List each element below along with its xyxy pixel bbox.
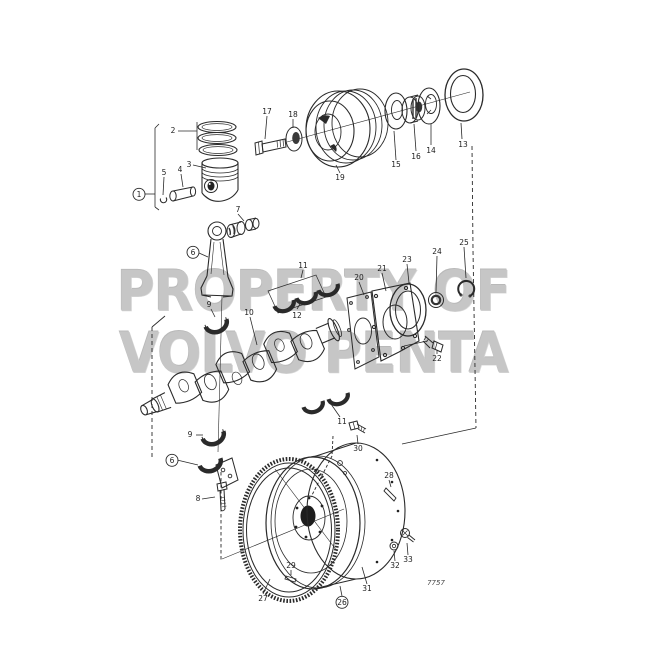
figure-code: 7757: [427, 579, 445, 587]
cap-bolt-8: [216, 481, 228, 512]
sealing-ring-13: [444, 68, 484, 122]
part-label-27: 27: [258, 594, 268, 603]
gasket-20: [346, 291, 380, 370]
part-balloons: [132, 187, 349, 609]
part-label-31: 31: [362, 584, 372, 593]
part-label-28: 28: [384, 471, 394, 480]
part-label-21: 21: [377, 264, 387, 273]
part-label-33: 33: [403, 555, 413, 564]
part-label-12: 12: [292, 311, 302, 320]
part-label-29: 29: [286, 561, 296, 570]
watermark-line-1: PROPERTY OF: [116, 259, 512, 325]
part-label-23: 23: [402, 255, 412, 264]
part-label-18: 18: [288, 110, 298, 119]
crankshaft: [140, 317, 342, 416]
part-label-32: 32: [390, 561, 400, 570]
part-label-24: 24: [432, 247, 442, 256]
crankshaft-pulley: [305, 88, 389, 168]
flywheel-26: [265, 442, 366, 590]
part-label-9-lower: 9: [188, 430, 193, 439]
part-label-11-upper: 11: [298, 261, 308, 270]
part-label-6-cap: 6: [170, 456, 175, 465]
part-label-20: 20: [354, 273, 364, 282]
pulley-bolt: [254, 138, 287, 156]
part-label-3: 3: [187, 160, 192, 169]
bearing-shell-upper-9: [203, 317, 230, 335]
bolt-washer: [285, 126, 303, 152]
part-label-10: 10: [244, 308, 254, 317]
section-lines: [151, 91, 477, 560]
part-label-25: 25: [459, 238, 469, 247]
part-label-16: 16: [411, 152, 421, 161]
rear-seal-ring-23: [389, 283, 427, 337]
bearing-shell-lower-9: [200, 429, 227, 447]
part-label-13: 13: [458, 140, 468, 149]
part-label-2: 2: [171, 126, 176, 135]
ring-gear-27: [238, 457, 340, 603]
part-label-11-lower: 11: [337, 417, 347, 426]
part-label-19: 19: [335, 173, 345, 182]
part-label-1: 1: [137, 190, 142, 199]
piston-pin: [169, 186, 197, 202]
flywheel-pin-29: [284, 575, 297, 583]
bolt-33: [400, 528, 416, 543]
piston: [201, 157, 239, 202]
rod-bearing-cap: [197, 457, 239, 489]
part-label-17: 17: [262, 107, 272, 116]
part-label-7: 7: [236, 205, 241, 214]
part-label-30: 30: [353, 444, 363, 453]
flywheel-bolt-30: [348, 420, 367, 434]
flange-bolt-22: [422, 335, 444, 353]
piston-rings: [197, 120, 238, 157]
splined-hub-16: [401, 94, 426, 124]
part-label-4: 4: [178, 165, 183, 174]
part-label-22: 22: [432, 354, 442, 363]
part-label-14: 14: [426, 146, 436, 155]
pilot-bushing-24: [428, 292, 444, 308]
part-label-9-upper: 9: [207, 300, 212, 309]
leader-lines: [145, 115, 467, 597]
pin-bushings: [226, 217, 260, 238]
connecting-rod: [200, 221, 234, 298]
flywheel-housing-31: [306, 442, 406, 580]
bearing-shell-set-11-lower: [301, 392, 350, 415]
part-labels: 1 2 3 4 5 6 7 8 9 9 10 11 11 12 13 14 15…: [137, 107, 469, 607]
thrust-washer-14: [417, 87, 441, 125]
snap-ring-25: [457, 279, 476, 298]
part-label-26: 26: [337, 598, 347, 607]
part-label-15: 15: [391, 160, 401, 169]
part-label-8: 8: [196, 494, 201, 503]
bearing-shell-set-11-upper: [267, 274, 340, 314]
part-label-5: 5: [162, 168, 167, 177]
dowel-pin-28: [383, 487, 397, 502]
washer-32: [389, 541, 399, 551]
watermark-line-2: VOLVO PENTA: [119, 321, 509, 387]
spacer-washer-15: [384, 92, 408, 130]
circlip: [159, 197, 168, 204]
part-label-6: 6: [191, 248, 196, 257]
seal-carrier-plate-21: [371, 282, 420, 362]
